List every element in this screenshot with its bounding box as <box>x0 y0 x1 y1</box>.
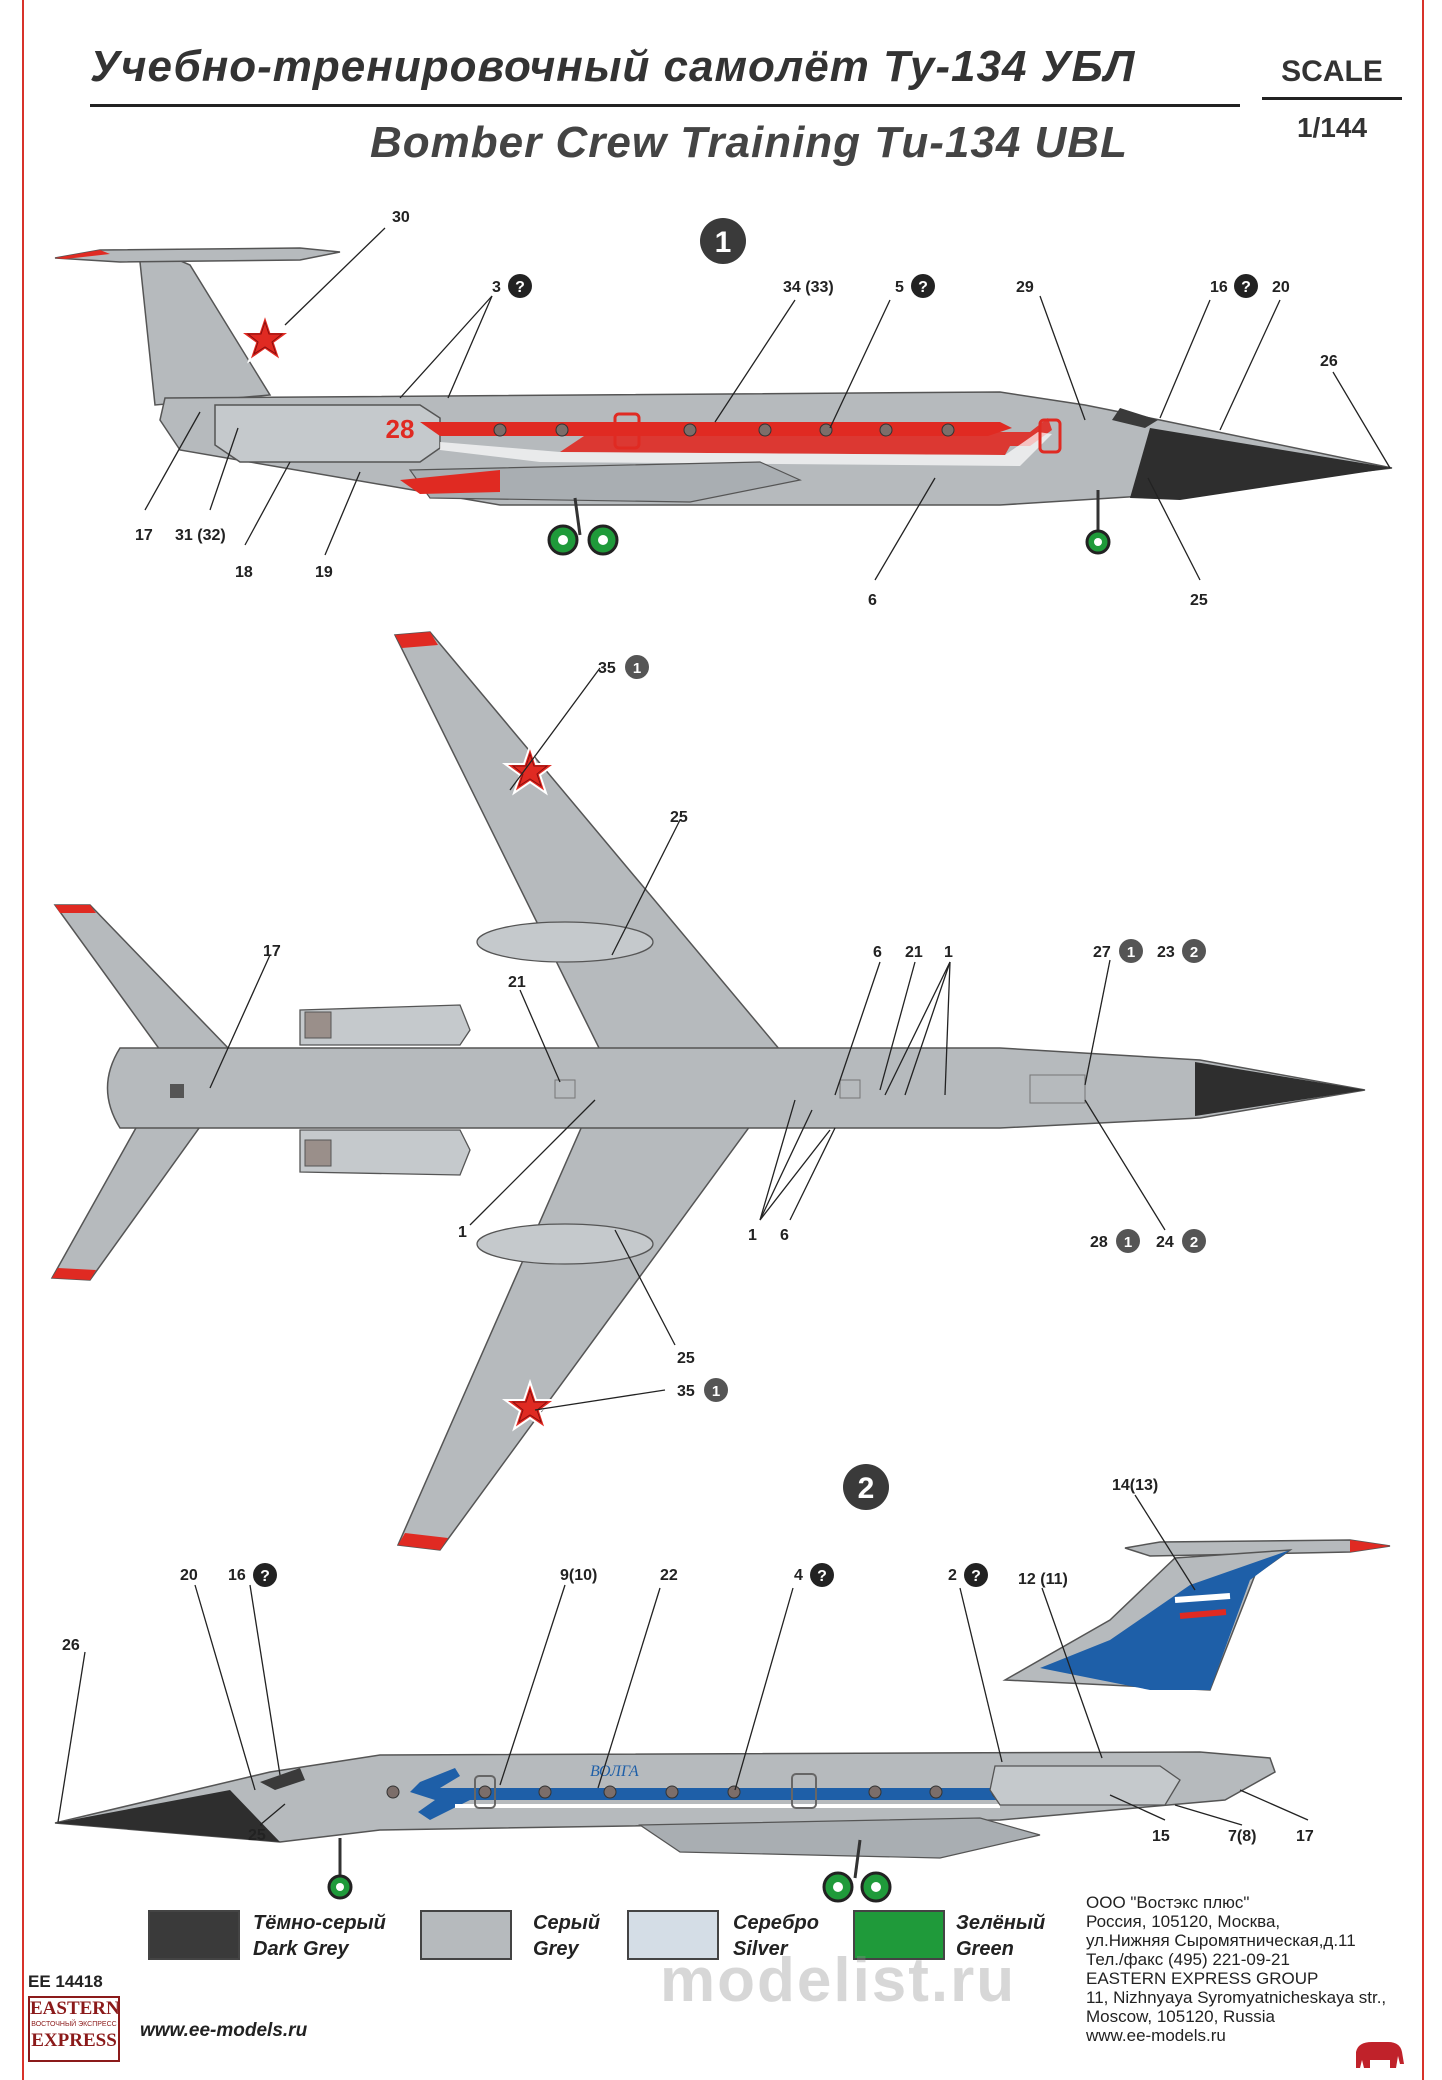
color-dark-grey: Тёмно-серый Dark Grey <box>253 1912 386 1960</box>
svg-text:?: ? <box>971 1568 981 1585</box>
scale-label: SCALE <box>1262 55 1402 100</box>
label-20: 20 <box>180 1567 198 1584</box>
tail-number: 28 <box>386 414 415 444</box>
svg-text:1: 1 <box>1127 944 1135 961</box>
color-silver: Серебро Silver <box>733 1912 819 1960</box>
label-20: 20 <box>1272 279 1290 296</box>
label-1: 1 <box>458 1224 467 1241</box>
svg-text:?: ? <box>918 279 928 296</box>
label-12-11: 12 (11) <box>1018 1571 1068 1588</box>
swatch-green <box>853 1910 945 1960</box>
label-27: 27 <box>1093 944 1111 961</box>
label-21: 21 <box>905 944 923 961</box>
label-5: 5 <box>895 279 904 296</box>
label-25: 25 <box>670 809 688 826</box>
scale-box: SCALE 1/144 <box>1262 55 1402 144</box>
label-1: 1 <box>944 944 953 961</box>
scheme-1-number: 1 <box>715 226 732 259</box>
watermark: modelist.ru <box>660 1946 1017 2015</box>
label-30: 30 <box>392 209 410 226</box>
label-18: 18 <box>235 564 253 581</box>
label-29: 29 <box>1016 279 1034 296</box>
label-4: 4 <box>794 1567 803 1584</box>
label-17: 17 <box>263 943 281 960</box>
label-31-32: 31 (32) <box>175 527 226 544</box>
scale-value: 1/144 <box>1296 112 1368 143</box>
label-34-33: 34 (33) <box>783 279 834 296</box>
main-gear-wheels <box>547 524 1111 556</box>
scheme-2-wheels <box>327 1871 892 1903</box>
svg-text:1: 1 <box>712 1383 720 1400</box>
label-16: 16 <box>228 1567 246 1584</box>
label-19: 19 <box>315 564 333 581</box>
label-6: 6 <box>873 944 882 961</box>
color-grey: Серый Grey <box>533 1912 601 1960</box>
label-14-13: 14(13) <box>1112 1477 1158 1494</box>
label-6: 6 <box>868 592 877 609</box>
side-view-scheme-2: 2 ВОЛГА <box>54 1464 1391 1903</box>
plan-view: 35 1 25 17 21 6 21 1 27 1 23 2 1 1 6 28 … <box>50 631 1366 1551</box>
company-address: ООО "Востэкс плюс" Россия, 105120, Москв… <box>1086 1893 1387 2045</box>
label-25: 25 <box>677 1350 695 1367</box>
label-35: 35 <box>677 1383 695 1400</box>
product-code: EE 14418 <box>28 1972 103 1991</box>
svg-text:2: 2 <box>1190 944 1198 961</box>
label-23: 23 <box>1157 944 1175 961</box>
title-russian: Учебно-тренировочный самолёт Ту-134 УБЛ <box>90 42 1136 91</box>
label-1: 1 <box>748 1227 757 1244</box>
svg-text:?: ? <box>1241 279 1251 296</box>
label-35: 35 <box>598 660 616 677</box>
scheme-2-number: 2 <box>858 1472 875 1505</box>
elephant-logo-icon <box>1356 2042 1404 2068</box>
label-17: 17 <box>135 527 153 544</box>
label-3: 3 <box>492 279 501 296</box>
swatch-dark-grey <box>148 1910 240 1960</box>
eastern-express-logo: EASTERN ВОСТОЧНЫЙ ЭКСПРЕСС EXPRESS <box>28 1996 120 2062</box>
volga-fuselage-text: ВОЛГА <box>590 1763 639 1780</box>
label-21: 21 <box>508 974 526 991</box>
label-26: 26 <box>1320 353 1338 370</box>
label-25: 25 <box>1190 592 1208 609</box>
label-6: 6 <box>780 1227 789 1244</box>
label-22: 22 <box>660 1567 678 1584</box>
color-green: Зелёный Green <box>956 1912 1046 1960</box>
swatch-grey <box>420 1910 512 1960</box>
scheme-1-marker <box>700 218 746 264</box>
svg-text:2: 2 <box>1190 1234 1198 1251</box>
side-view-scheme-1: 1 28 <box>54 209 1393 609</box>
red-star-tail-icon <box>239 313 291 362</box>
title-divider <box>90 104 1240 107</box>
website-link[interactable]: www.ee-models.ru <box>140 2020 308 2041</box>
title-english: Bomber Crew Training Tu-134 UBL <box>370 118 1128 167</box>
svg-text:1: 1 <box>1124 1234 1132 1251</box>
label-9-10: 9(10) <box>560 1567 597 1584</box>
label-25: 25 <box>248 1827 266 1844</box>
swatch-silver <box>627 1910 719 1960</box>
scheme-2-marker <box>843 1464 889 1510</box>
svg-text:1: 1 <box>633 660 641 677</box>
label-26: 26 <box>62 1637 80 1654</box>
label-15: 15 <box>1152 1828 1170 1845</box>
label-17: 17 <box>1296 1828 1314 1845</box>
svg-text:?: ? <box>260 1568 270 1585</box>
label-24: 24 <box>1156 1234 1174 1251</box>
svg-text:?: ? <box>515 279 525 296</box>
label-2: 2 <box>948 1567 957 1584</box>
svg-text:?: ? <box>817 1568 827 1585</box>
label-16: 16 <box>1210 279 1228 296</box>
label-7-8: 7(8) <box>1228 1828 1256 1845</box>
label-28: 28 <box>1090 1234 1108 1251</box>
page-frame <box>22 0 1424 2080</box>
